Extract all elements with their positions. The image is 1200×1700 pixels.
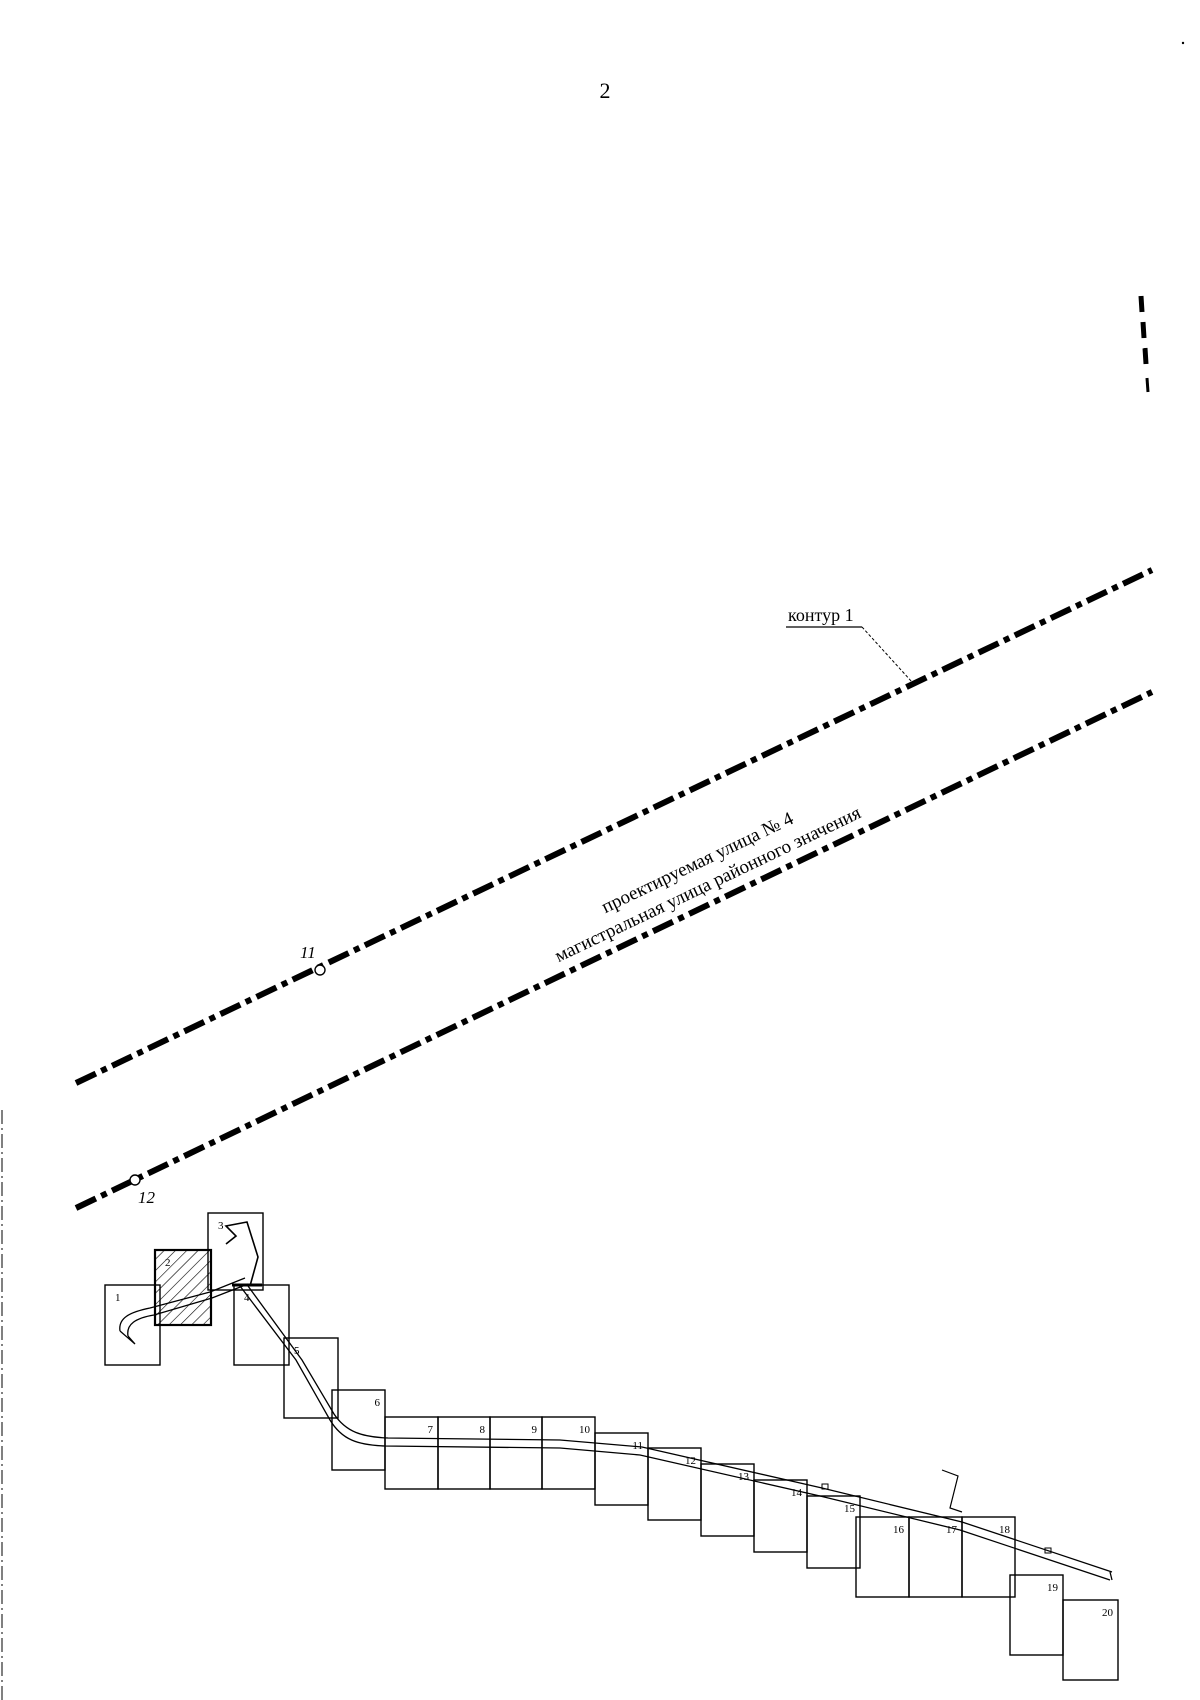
sheet-16: 16 xyxy=(855,1516,910,1598)
edge-marks xyxy=(1138,41,1185,393)
sheet-frame xyxy=(207,1212,264,1291)
sheet-number-label: 8 xyxy=(480,1424,486,1436)
sheet-3: 3 xyxy=(207,1212,264,1291)
sheet-19: 19 xyxy=(1009,1574,1064,1656)
sheet-number-label: 10 xyxy=(579,1424,591,1436)
sheet-frame xyxy=(104,1284,161,1366)
sheet-frame xyxy=(233,1284,290,1366)
contour-line-lower xyxy=(74,689,1154,1211)
contour-line-upper xyxy=(74,567,1154,1086)
sheet-8: 8 xyxy=(437,1416,491,1490)
sheet-number-label: 14 xyxy=(791,1487,803,1499)
sheet-number-label: 16 xyxy=(893,1524,905,1536)
sheet-number-label: 13 xyxy=(738,1471,750,1483)
sheet-number-label: 4 xyxy=(244,1292,250,1304)
contour-callout: контур 1 xyxy=(786,605,913,683)
survey-point-11: 11 xyxy=(300,943,326,976)
sheet-number-label: 5 xyxy=(294,1345,300,1357)
sheet-9: 9 xyxy=(489,1416,543,1490)
survey-point-12: 12 xyxy=(129,1174,156,1207)
sheet-7: 7 xyxy=(384,1416,439,1490)
point-label-11: 11 xyxy=(300,943,316,962)
sheet-number-label: 9 xyxy=(532,1424,538,1436)
sheet-15: 15 xyxy=(806,1495,861,1569)
sheet-number-label: 18 xyxy=(999,1524,1011,1536)
sheet-frame xyxy=(961,1516,1016,1598)
sheet-1: 1 xyxy=(104,1284,161,1366)
route-corridor xyxy=(119,1221,1113,1581)
sheet-frame xyxy=(1062,1599,1119,1681)
sheet-number-label: 12 xyxy=(685,1455,696,1467)
sheet-number-label: 19 xyxy=(1047,1582,1059,1594)
sheet-4: 4 xyxy=(233,1284,290,1366)
sheet-number-label: 15 xyxy=(844,1503,856,1515)
street-boundary-lines xyxy=(74,567,1154,1211)
sheet-18: 18 xyxy=(961,1516,1016,1598)
sheet-frame xyxy=(806,1495,861,1569)
sheet-number-label: 17 xyxy=(946,1524,958,1536)
street-type-label: магистральная улица районного значения xyxy=(552,802,865,967)
sheet-number-label: 3 xyxy=(218,1220,224,1232)
sheet-number-label: 2 xyxy=(165,1257,171,1269)
sheet-20: 20 xyxy=(1062,1599,1119,1681)
sheet-number-label: 1 xyxy=(115,1292,121,1304)
sheet-5: 5 xyxy=(283,1337,339,1419)
contour-label: контур 1 xyxy=(788,605,854,625)
sheet-10: 10 xyxy=(541,1416,596,1490)
sheet-6: 6 xyxy=(331,1389,386,1471)
sheet-frame xyxy=(283,1337,339,1419)
sheet-2: 2 xyxy=(153,1248,213,1327)
point-label-12: 12 xyxy=(138,1188,156,1207)
sheet-frame xyxy=(153,1248,213,1327)
sheet-number-label: 7 xyxy=(428,1424,434,1436)
street-labels: проектируемая улица № 4 магистральная ул… xyxy=(552,802,865,967)
sheet-number-label: 6 xyxy=(375,1397,381,1409)
sheet-number-label: 20 xyxy=(1102,1607,1114,1619)
page-number: 2 xyxy=(599,78,611,103)
